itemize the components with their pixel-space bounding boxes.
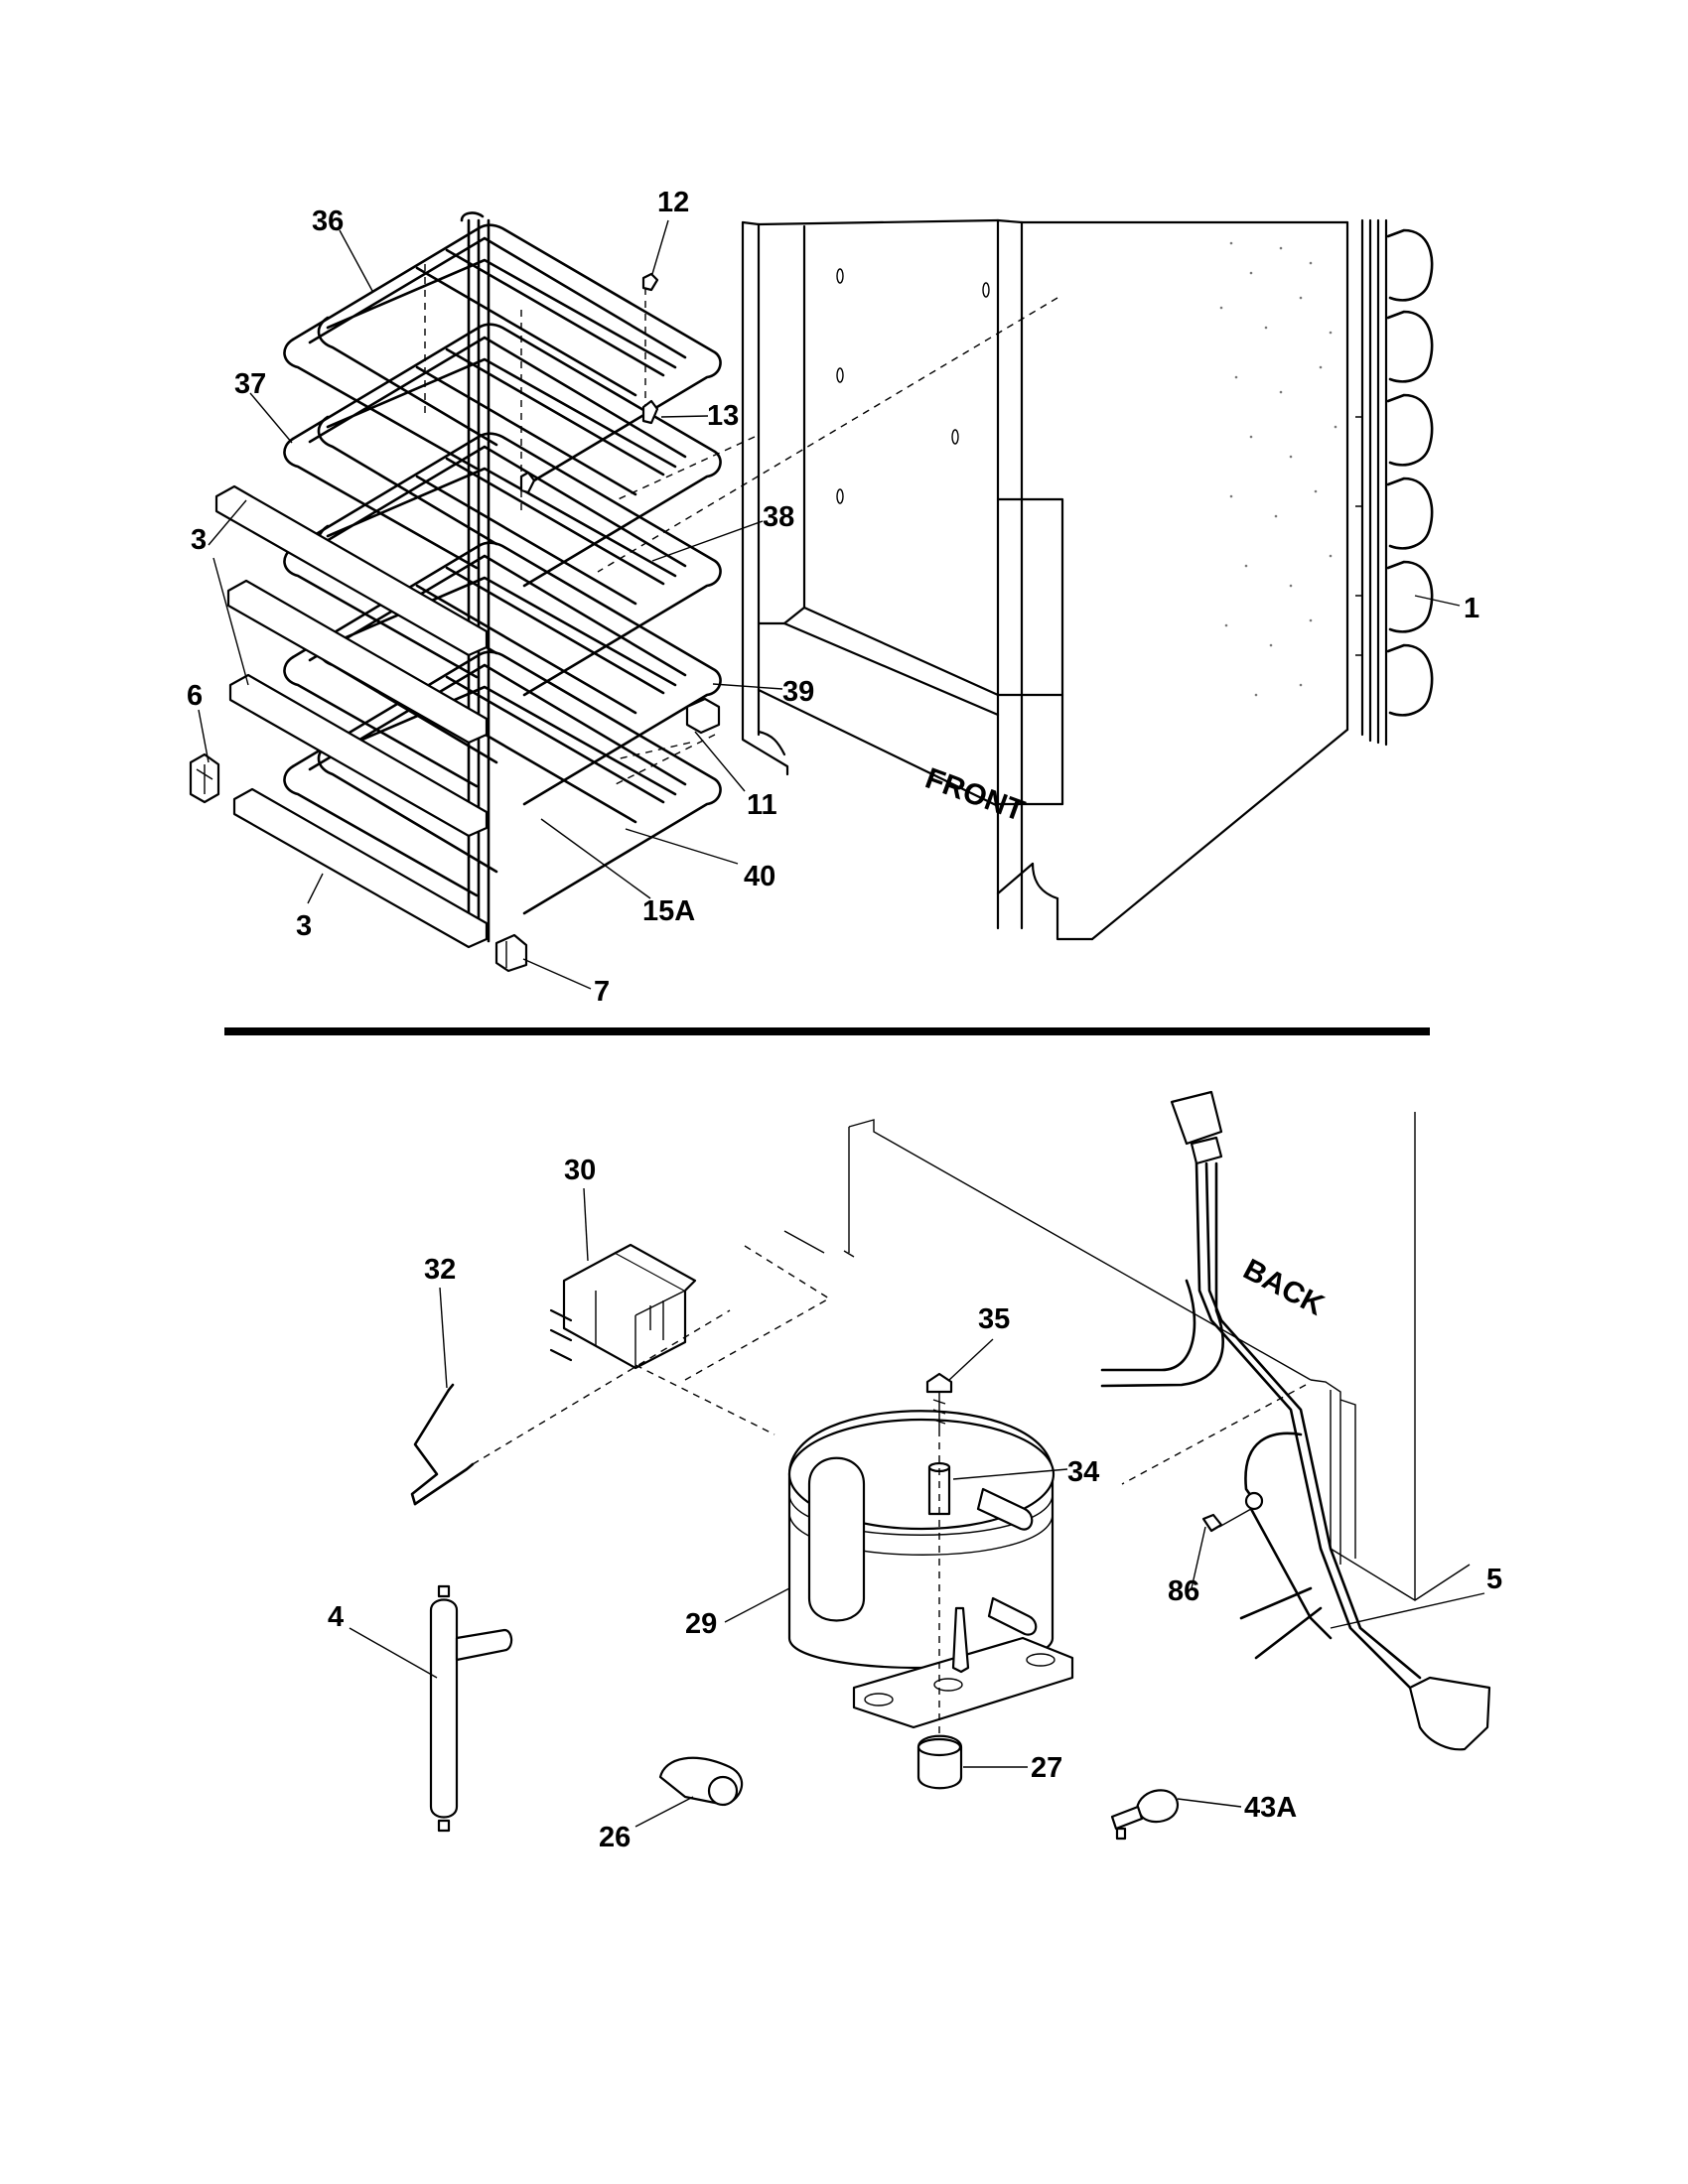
top-exploded-view: FRONT xyxy=(187,187,1479,1008)
callout-39: 39 xyxy=(782,676,814,708)
top-leader-lines xyxy=(198,219,1461,990)
clamp-43a xyxy=(1110,1789,1180,1841)
callout-36: 36 xyxy=(312,205,344,237)
callout-26: 26 xyxy=(599,1822,631,1853)
grommet-26 xyxy=(658,1756,744,1807)
section-divider xyxy=(224,1027,1430,1035)
wire-harness-5 xyxy=(1100,1090,1491,1751)
shelf-38 xyxy=(283,432,722,697)
callout-4: 4 xyxy=(328,1601,344,1633)
condenser-coil xyxy=(1355,218,1434,747)
shelf-37 xyxy=(283,323,722,588)
callout-27: 27 xyxy=(1031,1752,1062,1784)
callout-15a: 15A xyxy=(642,895,695,927)
callout-1: 1 xyxy=(1464,593,1479,624)
callout-34: 34 xyxy=(1067,1456,1099,1488)
drier-4 xyxy=(429,1584,513,1833)
callout-37: 37 xyxy=(234,368,266,400)
callout-7: 7 xyxy=(594,976,610,1008)
bracket-11 xyxy=(685,697,721,735)
callout-11: 11 xyxy=(747,789,777,821)
freezer-cabinet: FRONT xyxy=(597,218,1349,941)
callout-86: 86 xyxy=(1168,1575,1199,1607)
screw-13 xyxy=(519,399,659,494)
back-panel-label: BACK xyxy=(1238,1253,1330,1322)
callout-12: 12 xyxy=(657,187,689,218)
bottom-exploded-view: BACK xyxy=(328,1090,1502,1853)
compressor-29 xyxy=(787,1372,1074,1742)
callout-3-top: 3 xyxy=(191,524,207,556)
clip-7 xyxy=(494,933,528,973)
callout-38: 38 xyxy=(763,501,794,533)
callout-13: 13 xyxy=(707,400,739,432)
callout-40: 40 xyxy=(744,861,775,892)
callout-43a: 43A xyxy=(1244,1792,1297,1824)
wire-32 xyxy=(410,1309,731,1506)
panel-texture xyxy=(1219,241,1337,697)
grommet-27 xyxy=(916,1734,963,1790)
shelf-rails xyxy=(214,484,489,949)
screw-86 xyxy=(1201,1508,1252,1533)
callout-3-bottom: 3 xyxy=(296,910,312,942)
callout-5: 5 xyxy=(1486,1564,1502,1595)
shelf-39 xyxy=(283,541,722,806)
callout-29: 29 xyxy=(685,1608,717,1640)
callout-6: 6 xyxy=(187,680,203,712)
front-panel-label: FRONT xyxy=(921,762,1029,828)
callout-35: 35 xyxy=(978,1303,1010,1335)
callout-30: 30 xyxy=(564,1155,596,1186)
shelf-36 xyxy=(283,223,722,488)
bottom-leader-lines xyxy=(349,1187,1485,1828)
clip-6 xyxy=(189,752,220,804)
evaporator-shelves xyxy=(283,211,722,943)
screw-12 xyxy=(641,272,659,292)
relay-30 xyxy=(549,1243,831,1435)
callout-32: 32 xyxy=(424,1254,456,1286)
